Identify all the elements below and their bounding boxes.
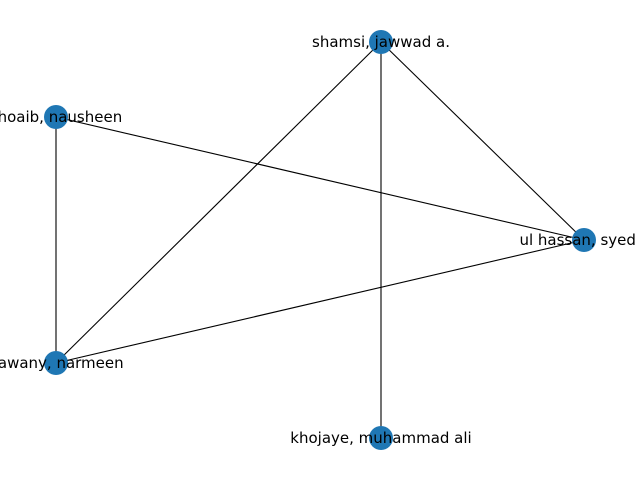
node-qawany xyxy=(44,351,68,375)
edge-shoaib-ulhassan xyxy=(55,116,585,241)
edge-layer xyxy=(55,41,585,438)
edge-shamsi-qawany xyxy=(55,41,382,364)
label-layer: shamsi, jawwad a. shoaib, nausheen ul hass… xyxy=(0,33,640,447)
node-ulhassan xyxy=(572,228,596,252)
node-layer xyxy=(44,30,596,450)
edge-shamsi-ulhassan xyxy=(380,41,585,241)
node-shamsi xyxy=(369,30,393,54)
node-label-qawany: qawany, narmeen xyxy=(0,354,124,372)
node-shoaib xyxy=(44,105,68,129)
node-label-khojaye: khojaye, muhammad ali xyxy=(290,429,471,447)
node-label-shoaib: shoaib, nausheen xyxy=(0,108,122,126)
node-khojaye xyxy=(369,426,393,450)
node-label-shamsi: shamsi, jawwad a. xyxy=(312,33,450,51)
node-label-ulhassan: ul hassan, syed z xyxy=(519,231,640,249)
edge-qawany-ulhassan xyxy=(55,239,585,364)
